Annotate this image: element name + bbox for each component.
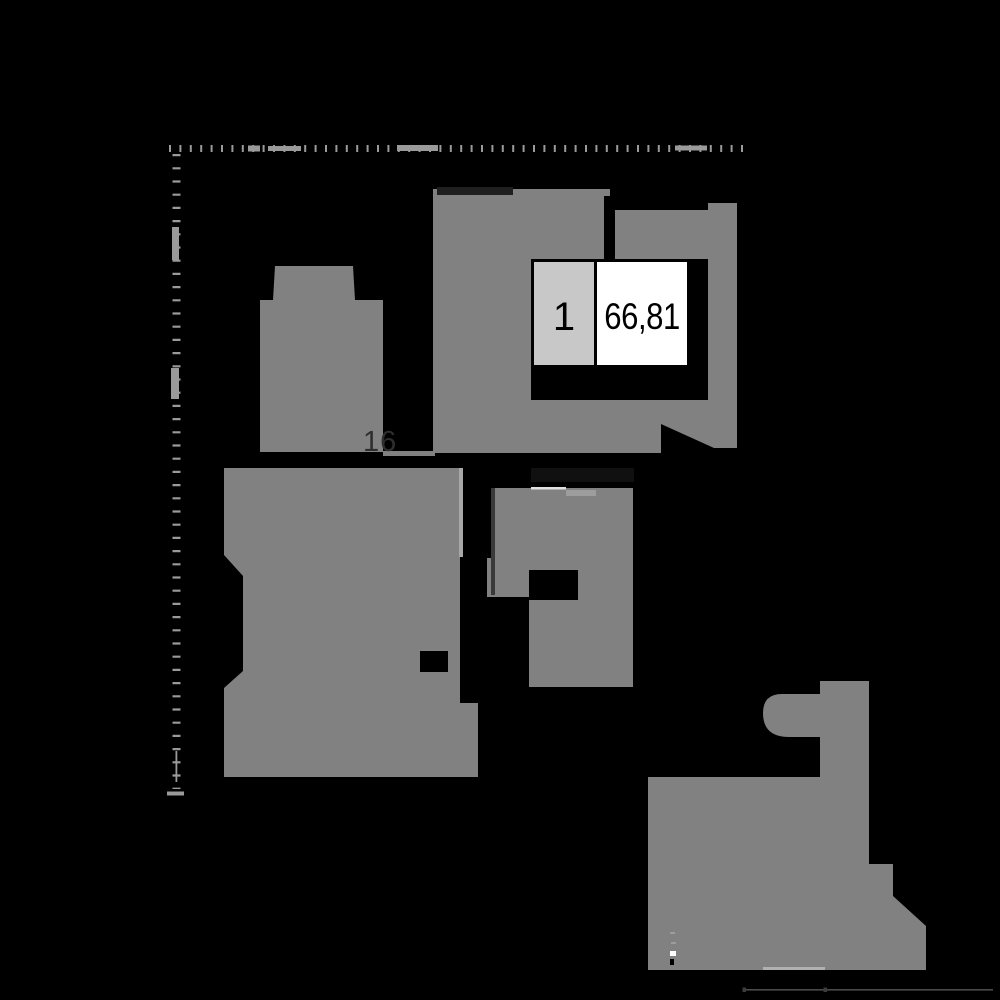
unit-area-cell: 66,81 [596,262,687,365]
building-top-middle-right-upper [615,210,708,262]
light-edge-segment [566,490,596,496]
building-top-left [260,266,383,452]
bottom-light-segment [763,967,825,970]
buildings [224,189,926,970]
light-overlays [459,468,825,970]
dimension-line-group [742,987,993,992]
faint-dimension-text: 16 [363,426,398,458]
building-slot-gap [604,196,615,262]
dimension-tick [823,987,827,992]
tiny-dash-mark [671,942,676,944]
tiny-white-mark [670,951,676,956]
boundary-corner-dash [167,791,184,796]
window-cutout [420,651,448,672]
building-bottom-right-hook [763,694,820,737]
boundary-dash-segment [171,368,179,399]
dark-bar [531,468,634,482]
tiny-dash-mark [670,932,675,934]
unit-label[interactable]: 1 66,81 [531,259,690,368]
unit-area-value: 66,81 [604,296,680,337]
boundary-dash-segment [268,146,301,151]
shadow-strip [491,488,495,595]
courtyard-notch [529,570,578,600]
wedge-notch [661,424,714,453]
roof-dark-strip [437,187,513,195]
boundary-dash-segment [675,145,707,151]
boundary-dash-segment [172,227,179,260]
unit-number-cell: 1 [534,262,594,365]
tiny-black-mark [670,959,674,965]
light-side-strip [459,468,463,557]
boundary-dash-segment [175,751,178,782]
dimension-tick [742,987,746,992]
light-edge-line [531,487,566,490]
building-bottom-left [224,468,478,777]
unit-label-divider [594,262,597,365]
building-middle-left-column-upper [495,488,531,558]
unit-number: 1 [552,294,576,339]
site-boundary [167,145,751,796]
building-bottom-right [648,681,926,970]
dimension-line [743,989,993,991]
building-connector-line [383,451,435,456]
building-top-middle-right-strip [708,203,737,448]
boundary-dash-segment [248,145,260,152]
boundary-dash-segment [397,145,438,151]
